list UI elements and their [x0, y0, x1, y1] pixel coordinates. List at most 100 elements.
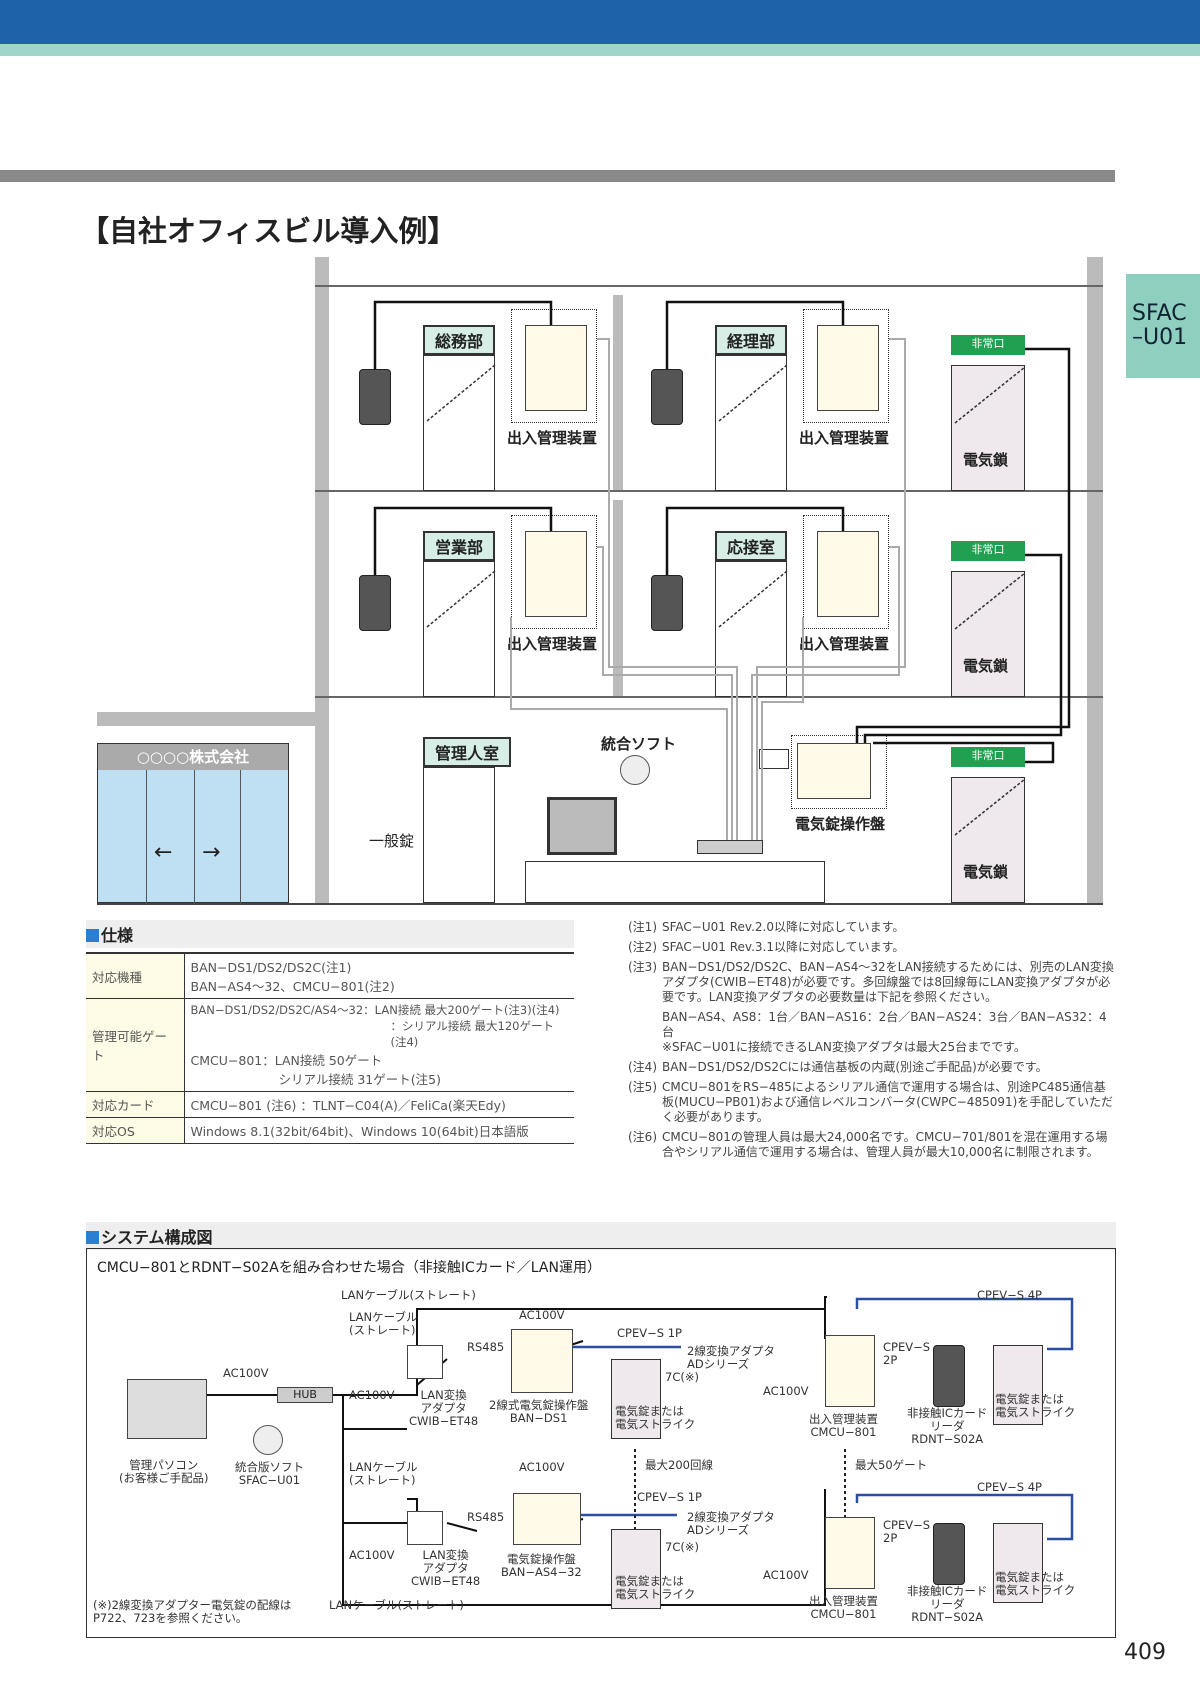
room-label: 応接室: [715, 531, 788, 561]
spec-label: 管理可能ゲート: [86, 998, 185, 1092]
lan-cable-label: LANケーブル (ストレート): [349, 1310, 418, 1337]
spec-table: 対応機種 BAN−DS1/DS2/DS2C(注1) BAN−AS4〜32、CMCU−…: [86, 952, 574, 1144]
floor-line: [315, 696, 1103, 698]
ac-label: AC100V: [763, 1384, 809, 1398]
electric-lock-door: [951, 777, 1025, 903]
divider-bar: [0, 170, 1115, 182]
spec-value: CMCU−801 (注6) ：TLNT−C04(A)／FeliCa(楽天Edy): [184, 1091, 574, 1118]
building-diagram: 総務部 出入管理装置 経理部 出入管理装置 非常口 電気鎖 営業部 出入管理装置…: [97, 257, 1103, 905]
controller-label: 出入管理装置 CMCU−801: [809, 1594, 878, 1621]
company-sign: ○○○○株式会社: [98, 744, 288, 770]
electric-lock-door: [951, 571, 1025, 697]
arrow-left-icon: ←: [154, 840, 173, 865]
adapter-label: LAN変換 アダプタ CWIB−ET48: [411, 1548, 481, 1588]
cable-label: CPEV−S 2P: [883, 1340, 931, 1367]
electric-lock-icon: [611, 1529, 661, 1609]
ac-label: AC100V: [223, 1366, 269, 1380]
spec-value: BAN−DS1/DS2/DS2C(注1): [190, 960, 352, 975]
controller-icon: [825, 1517, 875, 1589]
card-reader-icon: [359, 575, 391, 631]
cd-icon: [253, 1425, 283, 1455]
spec-value: ：シリアル接続 最大120ゲート(注4): [390, 1019, 555, 1049]
wall: [315, 257, 329, 904]
wall: [1087, 257, 1103, 904]
spec-value: BAN−AS4〜32、CMCU−801(注2): [190, 979, 395, 994]
desk: [525, 861, 825, 903]
card-reader-icon: [933, 1345, 965, 1407]
system-caption: CMCU−801とRDNT−S02Aを組み合わせた場合（非接触ICカード／LAN…: [97, 1260, 601, 1276]
elock-label: 電気錠または 電気ストライク: [995, 1392, 1076, 1419]
controller-device: [817, 531, 879, 617]
controller-label: 出入管理装置: [507, 635, 598, 653]
header-bar: [0, 0, 1200, 44]
panel-label: 2線式電気錠操作盤 BAN−DS1: [489, 1398, 589, 1425]
software-label: 統合ソフト: [601, 735, 677, 753]
controller-device: [525, 531, 587, 617]
adapter-label: LAN変換 アダプタ CWIB−ET48: [409, 1388, 479, 1428]
cable-label: CPEV−S 1P: [617, 1326, 682, 1340]
lock-panel-device: [797, 743, 871, 799]
lan-cable-label: LANケーブル (ストレート): [349, 1460, 418, 1487]
footnote: (※)2線変換アダプター電気錠の配線は P722、723を参照ください。: [93, 1598, 292, 1625]
reader-label: 非接触ICカード リーダ RDNT−S02A: [907, 1406, 988, 1446]
card-reader-icon: [651, 369, 683, 425]
electric-lock-icon: [611, 1359, 661, 1439]
arrow-right-icon: →: [202, 840, 221, 865]
cd-icon: [620, 755, 650, 785]
elock-label: 電気鎖: [963, 863, 1009, 881]
hub-icon: [697, 840, 763, 854]
side-tab[interactable]: SFAC –U01: [1126, 274, 1200, 378]
pc-monitor-icon: [547, 797, 617, 855]
controller-label: 出入管理装置 CMCU−801: [809, 1412, 878, 1439]
room-label: 営業部: [423, 531, 496, 561]
note-item: (注5)CMCU−801をRS−485によるシリアル通信で運用する場合は、別途P…: [628, 1080, 1113, 1124]
controller-device: [817, 325, 879, 411]
room-label: 管理人室: [423, 737, 512, 767]
panel-label: 電気錠操作盤 BAN−AS4−32: [501, 1552, 582, 1579]
spec-label: 対応機種: [86, 952, 185, 999]
spec-value: シリアル接続 31ゲート(注5): [278, 1072, 441, 1087]
controller-label: 出入管理装置: [507, 429, 598, 447]
card-reader-icon: [933, 1523, 965, 1585]
floor-line: [315, 285, 1103, 287]
note-item: (注1)SFAC−U01 Rev.2.0以降に対応しています。: [628, 920, 905, 934]
software-label: 統合版ソフト SFAC−U01: [235, 1460, 304, 1487]
controller-device: [525, 325, 587, 411]
cable-label: 7C(※): [665, 1370, 699, 1384]
spec-heading: 仕様: [86, 920, 574, 948]
spec-label: 対応カード: [86, 1091, 185, 1118]
max-gates-label: 最大50ゲート: [855, 1458, 928, 1472]
max-lines-label: 最大200回線: [645, 1458, 713, 1472]
reader-label: 非接触ICカード リーダ RDNT−S02A: [907, 1584, 988, 1624]
ac-label: AC100V: [763, 1568, 809, 1582]
spec-label: 対応OS: [86, 1117, 185, 1144]
panel-label: 電気錠操作盤: [795, 815, 886, 833]
note-item: (注6)CMCU−801の管理人員は最大24,000名です。CMCU−701/8…: [628, 1130, 1108, 1159]
page-title: 【自社オフィスビル導入例】: [80, 214, 457, 248]
electric-lock-door: [951, 365, 1025, 491]
lan-cable-label: LANケーブル(ストレート): [341, 1288, 476, 1302]
page-number: 409: [1124, 1640, 1166, 1665]
exit-sign: 非常口: [951, 335, 1025, 355]
floor-line: [315, 490, 1103, 492]
controller-label: 出入管理装置: [799, 429, 890, 447]
elock-label: 電気錠または 電気ストライク: [995, 1570, 1076, 1597]
hub-box: HUB: [277, 1387, 333, 1403]
ac-label: AC100V: [519, 1460, 565, 1474]
pc-icon: [127, 1379, 207, 1439]
card-reader-icon: [359, 369, 391, 425]
elock-label: 電気鎖: [963, 451, 1009, 469]
door: [423, 561, 495, 697]
lock-panel-icon: [513, 1493, 581, 1545]
lan-adapter-icon: [407, 1511, 443, 1545]
room-label: 経理部: [715, 325, 788, 355]
wiring-lines: [373, 300, 1071, 840]
electric-lock-icon: [993, 1345, 1043, 1425]
cable-label: CPEV−S 1P: [637, 1490, 702, 1504]
ac-label: AC100V: [349, 1388, 395, 1402]
ac-label: AC100V: [519, 1308, 565, 1322]
rs485-label: RS485: [467, 1340, 505, 1354]
